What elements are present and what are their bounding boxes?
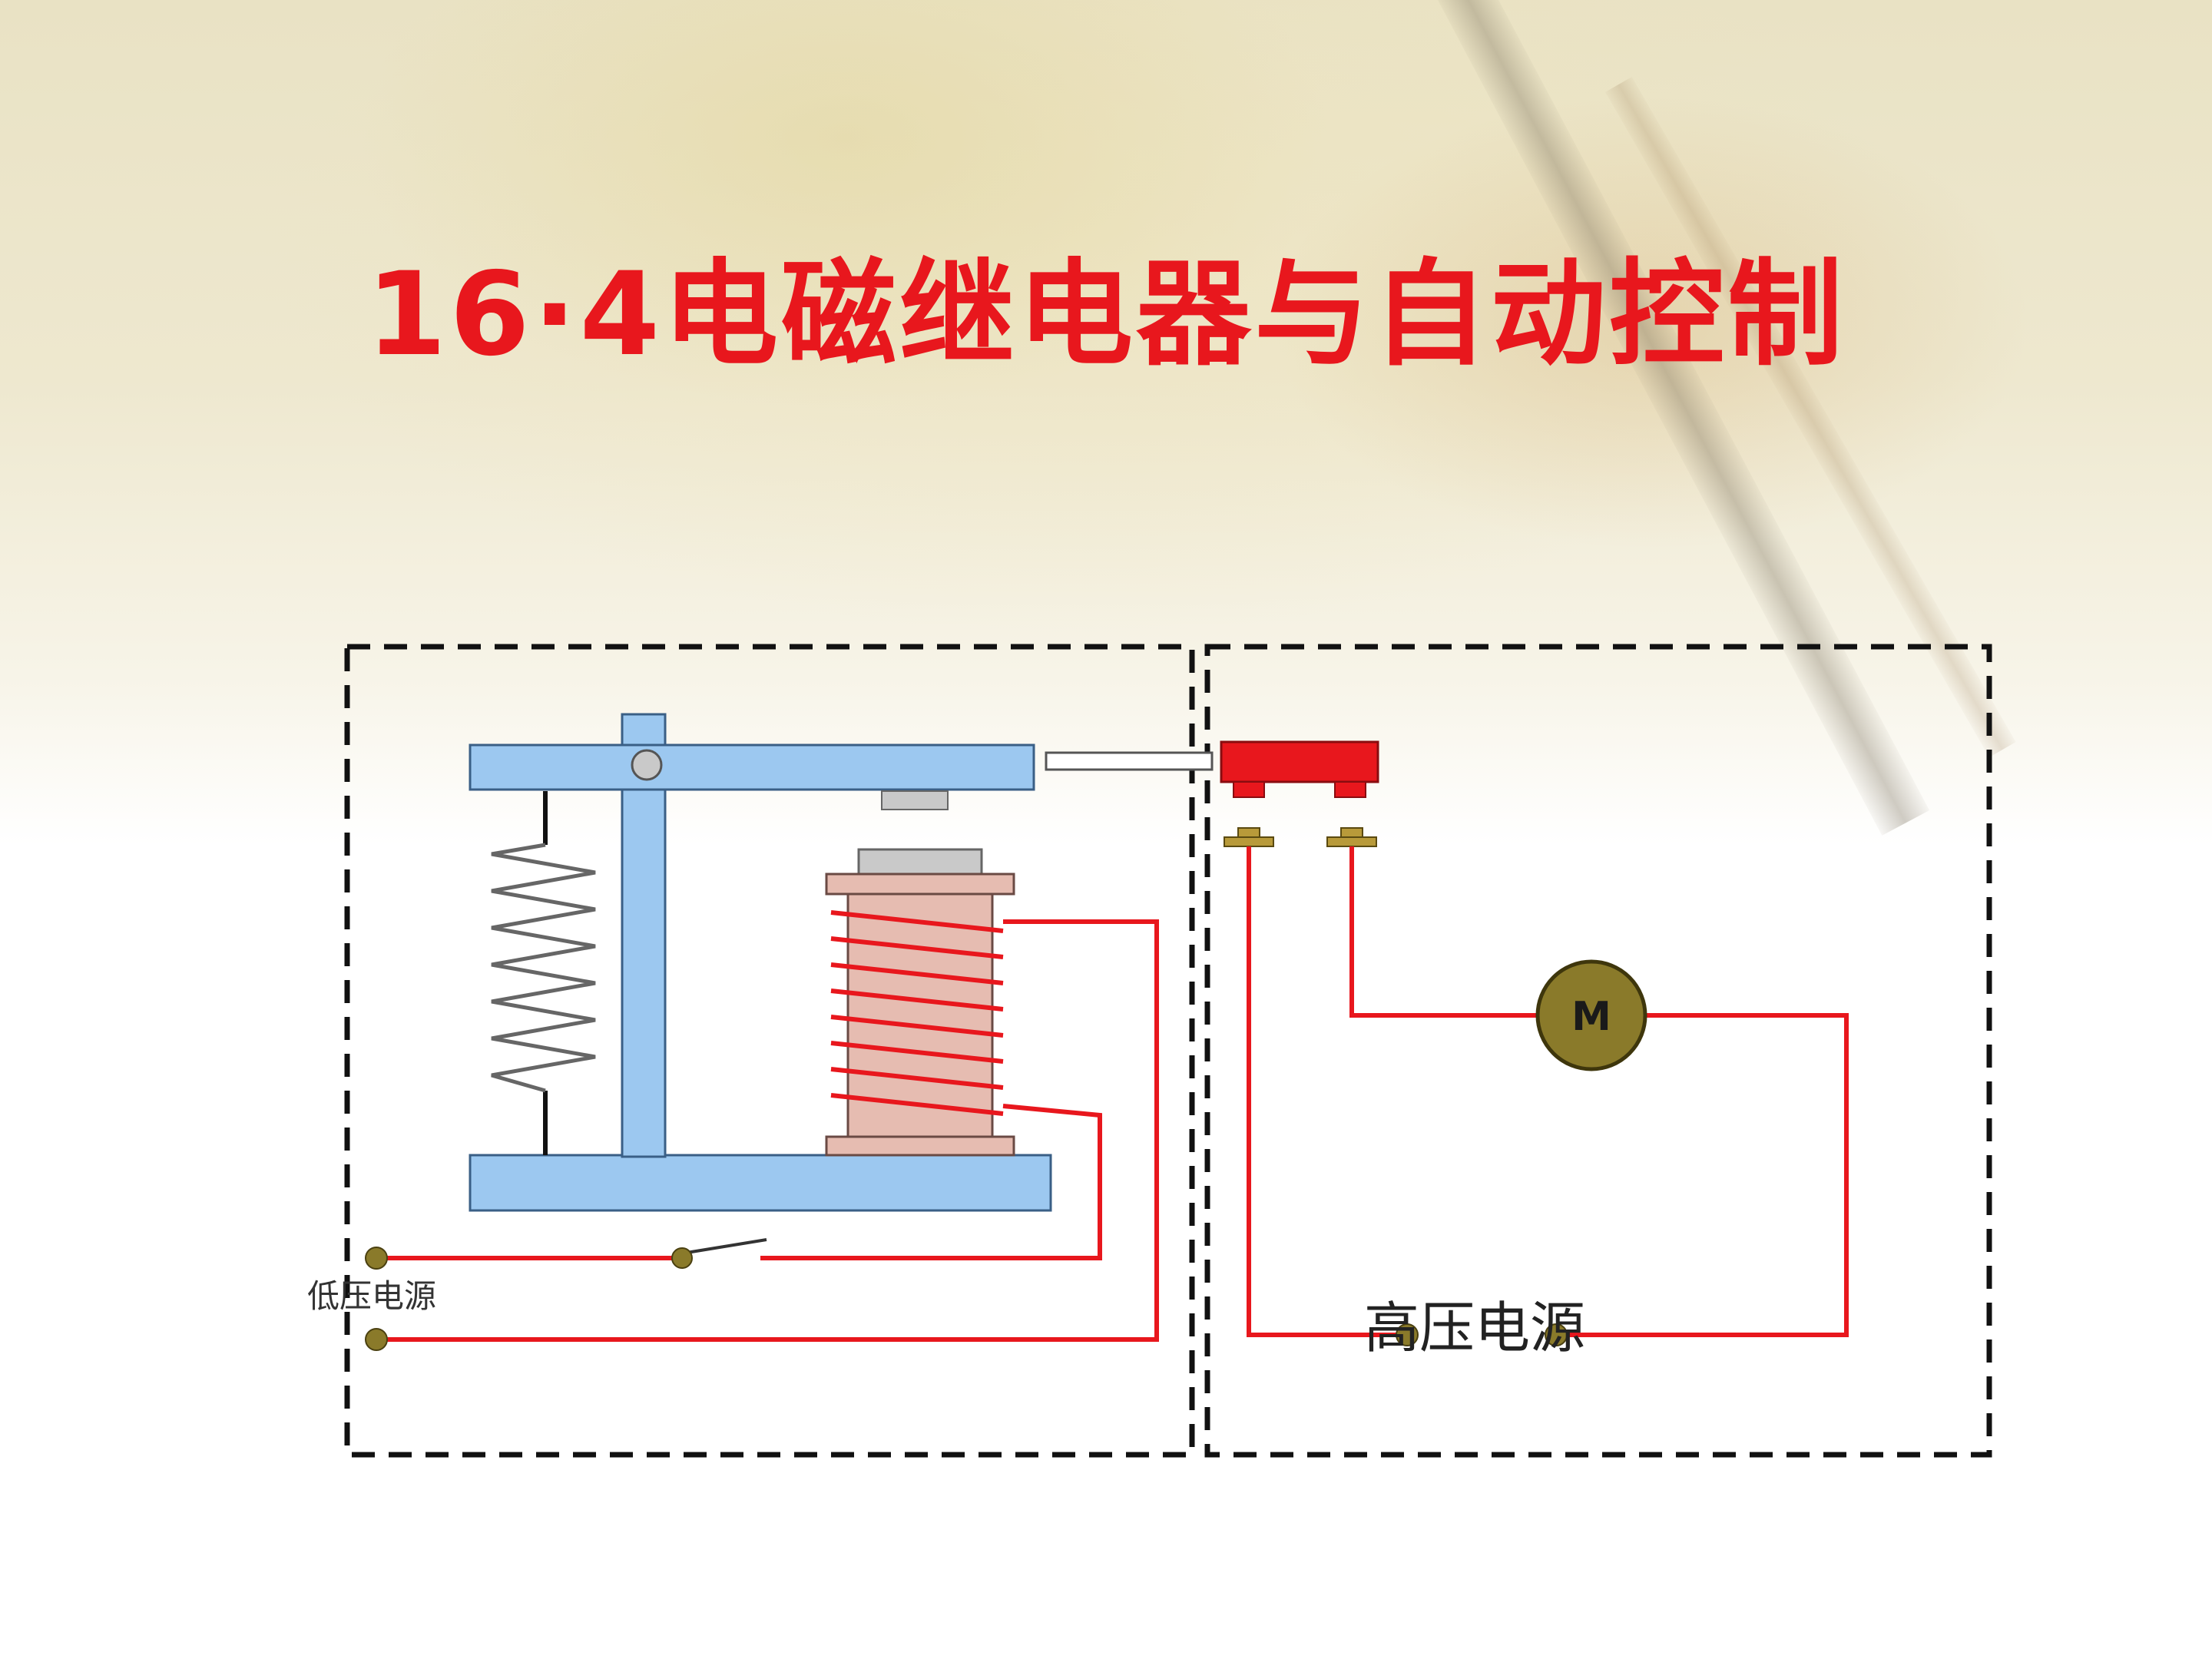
- wire-coil-top: [376, 919, 1159, 1342]
- motor: [1535, 959, 1647, 1071]
- low-voltage-terminal: [365, 1247, 388, 1270]
- background-texture: [0, 0, 2212, 845]
- static-contact: [1224, 836, 1274, 847]
- high-voltage-terminal: [1396, 1323, 1419, 1346]
- core-top: [857, 848, 983, 877]
- armature: [469, 743, 1035, 791]
- moving-contact-tip: [1233, 781, 1265, 798]
- wire-high-voltage-right: [1556, 1013, 1849, 1337]
- switch-pivot: [671, 1247, 693, 1269]
- wire-high-voltage-motor: [1349, 846, 1536, 1018]
- moving-contact: [1220, 740, 1379, 783]
- motor-label: M: [1571, 994, 1611, 1040]
- low-voltage-terminal: [365, 1328, 388, 1351]
- switch-blade: [681, 1238, 767, 1255]
- high-voltage-label: 高压电源: [1364, 1296, 1585, 1360]
- low-voltage-circuit-box: [344, 644, 1195, 1458]
- pivot: [631, 749, 663, 781]
- low-voltage-label: 低压电源: [307, 1277, 436, 1315]
- wire-coil-bottom: [760, 1104, 1102, 1260]
- high-voltage-terminal: [1545, 1323, 1568, 1346]
- coil-bottom-flange: [825, 1135, 1015, 1157]
- static-contact-head: [1340, 827, 1363, 838]
- wire-high-voltage-left: [1247, 846, 1407, 1337]
- slide-title: 16·4电磁继电器与自动控制: [366, 248, 1846, 382]
- coil-winding: [830, 910, 1004, 1116]
- static-contact: [1326, 836, 1377, 847]
- static-contact-head: [1237, 827, 1260, 838]
- relay-base: [469, 1154, 1052, 1212]
- coil-body: [846, 892, 994, 1138]
- spring: [491, 843, 596, 1093]
- moving-contact-tip: [1334, 781, 1366, 798]
- high-voltage-circuit-box: [1204, 644, 1992, 1458]
- linkage-rod: [1045, 751, 1214, 771]
- armature-iron: [881, 790, 949, 810]
- coil-top-flange: [825, 873, 1015, 896]
